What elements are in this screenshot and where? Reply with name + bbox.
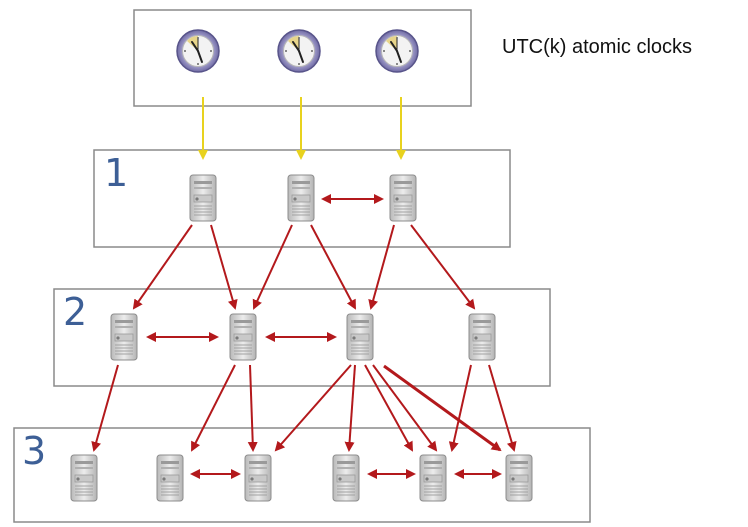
- sync-arrow: [344, 364, 356, 452]
- sync-arrow: [488, 364, 517, 452]
- server-icon: [110, 313, 138, 361]
- server-icon: [70, 454, 98, 502]
- sync-arrow: [191, 364, 236, 452]
- server-icon: [346, 313, 374, 361]
- clocks-layer: [176, 29, 419, 73]
- sync-arrow: [410, 224, 476, 310]
- server-icon: [389, 174, 417, 222]
- clock-icon: [176, 29, 220, 73]
- sync-arrow: [372, 364, 438, 452]
- server-icon: [189, 174, 217, 222]
- server-icon: [505, 454, 533, 502]
- sync-arrow: [252, 224, 293, 310]
- stratum-2-number: 2: [63, 290, 88, 334]
- server-icon: [244, 454, 272, 502]
- arrows-layer: [91, 97, 517, 479]
- sync-arrow: [247, 364, 258, 452]
- stratum-2-box: [53, 288, 551, 387]
- servers-layer: [70, 174, 533, 502]
- server-icon: [156, 454, 184, 502]
- sync-arrow: [310, 224, 356, 310]
- server-icon: [468, 313, 496, 361]
- stratum-3-box: [13, 427, 591, 523]
- sync-arrow: [132, 224, 193, 310]
- clock-icon: [375, 29, 419, 73]
- sync-arrow: [383, 364, 502, 452]
- clock-box: [133, 9, 472, 107]
- stratum-3-number: 3: [22, 429, 47, 473]
- stratum-1-number: 1: [104, 151, 129, 195]
- sync-arrow: [274, 364, 352, 452]
- clock-label: UTC(k) atomic clocks: [502, 36, 693, 58]
- sync-arrow: [448, 364, 472, 452]
- server-icon: [229, 313, 257, 361]
- server-icon: [332, 454, 360, 502]
- sync-arrow: [210, 224, 238, 310]
- server-icon: [287, 174, 315, 222]
- sync-arrow: [91, 364, 119, 452]
- clock-icon: [277, 29, 321, 73]
- sync-arrow: [364, 364, 413, 452]
- server-icon: [419, 454, 447, 502]
- sync-arrow: [368, 224, 395, 310]
